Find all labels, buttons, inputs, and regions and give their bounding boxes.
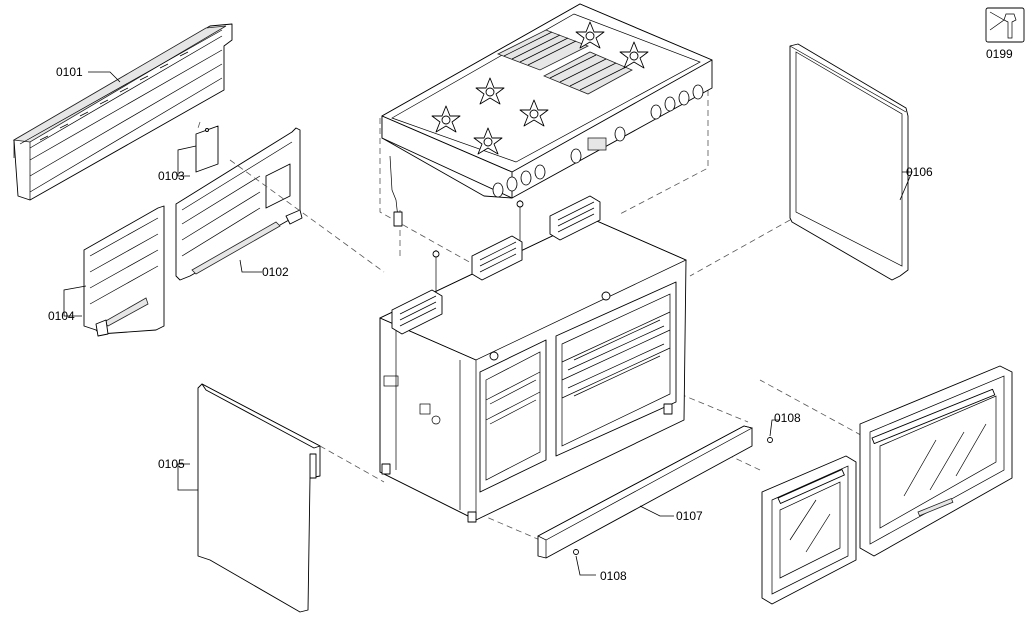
part-0104-lower-panel xyxy=(83,205,165,337)
label-0108-upper: 0108 xyxy=(774,411,801,425)
label-0104: 0104 xyxy=(48,309,75,323)
label-0199: 0199 xyxy=(986,47,1013,61)
leader-lines xyxy=(63,71,913,576)
oven-door-small xyxy=(761,455,857,605)
gas-valve-assemblies xyxy=(391,195,601,335)
part-0102-rear-panel xyxy=(175,127,303,281)
cooktop-assembly xyxy=(381,3,713,227)
range-body xyxy=(379,200,687,523)
label-0103: 0103 xyxy=(158,169,185,183)
label-0108-lower: 0108 xyxy=(600,569,627,583)
part-0103-cover-plate xyxy=(195,121,219,173)
assembly-guide-lines xyxy=(229,60,871,541)
label-0102: 0102 xyxy=(262,265,289,279)
screw-0108-lower xyxy=(573,549,579,555)
oven-door-large xyxy=(859,365,1013,557)
part-0107-kick-plate xyxy=(537,425,753,559)
part-0105-side-panel xyxy=(197,383,321,613)
label-0105: 0105 xyxy=(158,457,185,471)
part-0101-rear-trim xyxy=(12,23,233,201)
part-0106-side-panel-right xyxy=(789,43,909,281)
label-0107: 0107 xyxy=(676,509,703,523)
label-0101: 0101 xyxy=(56,65,83,79)
control-knobs xyxy=(492,84,704,198)
part-labels: 0101 0103 0102 0104 0105 0106 0107 0108 … xyxy=(48,47,1013,583)
label-0106: 0106 xyxy=(906,165,933,179)
burner-grates xyxy=(431,21,649,155)
tools-service-icon xyxy=(985,7,1025,43)
screw-0108-upper xyxy=(767,437,773,443)
